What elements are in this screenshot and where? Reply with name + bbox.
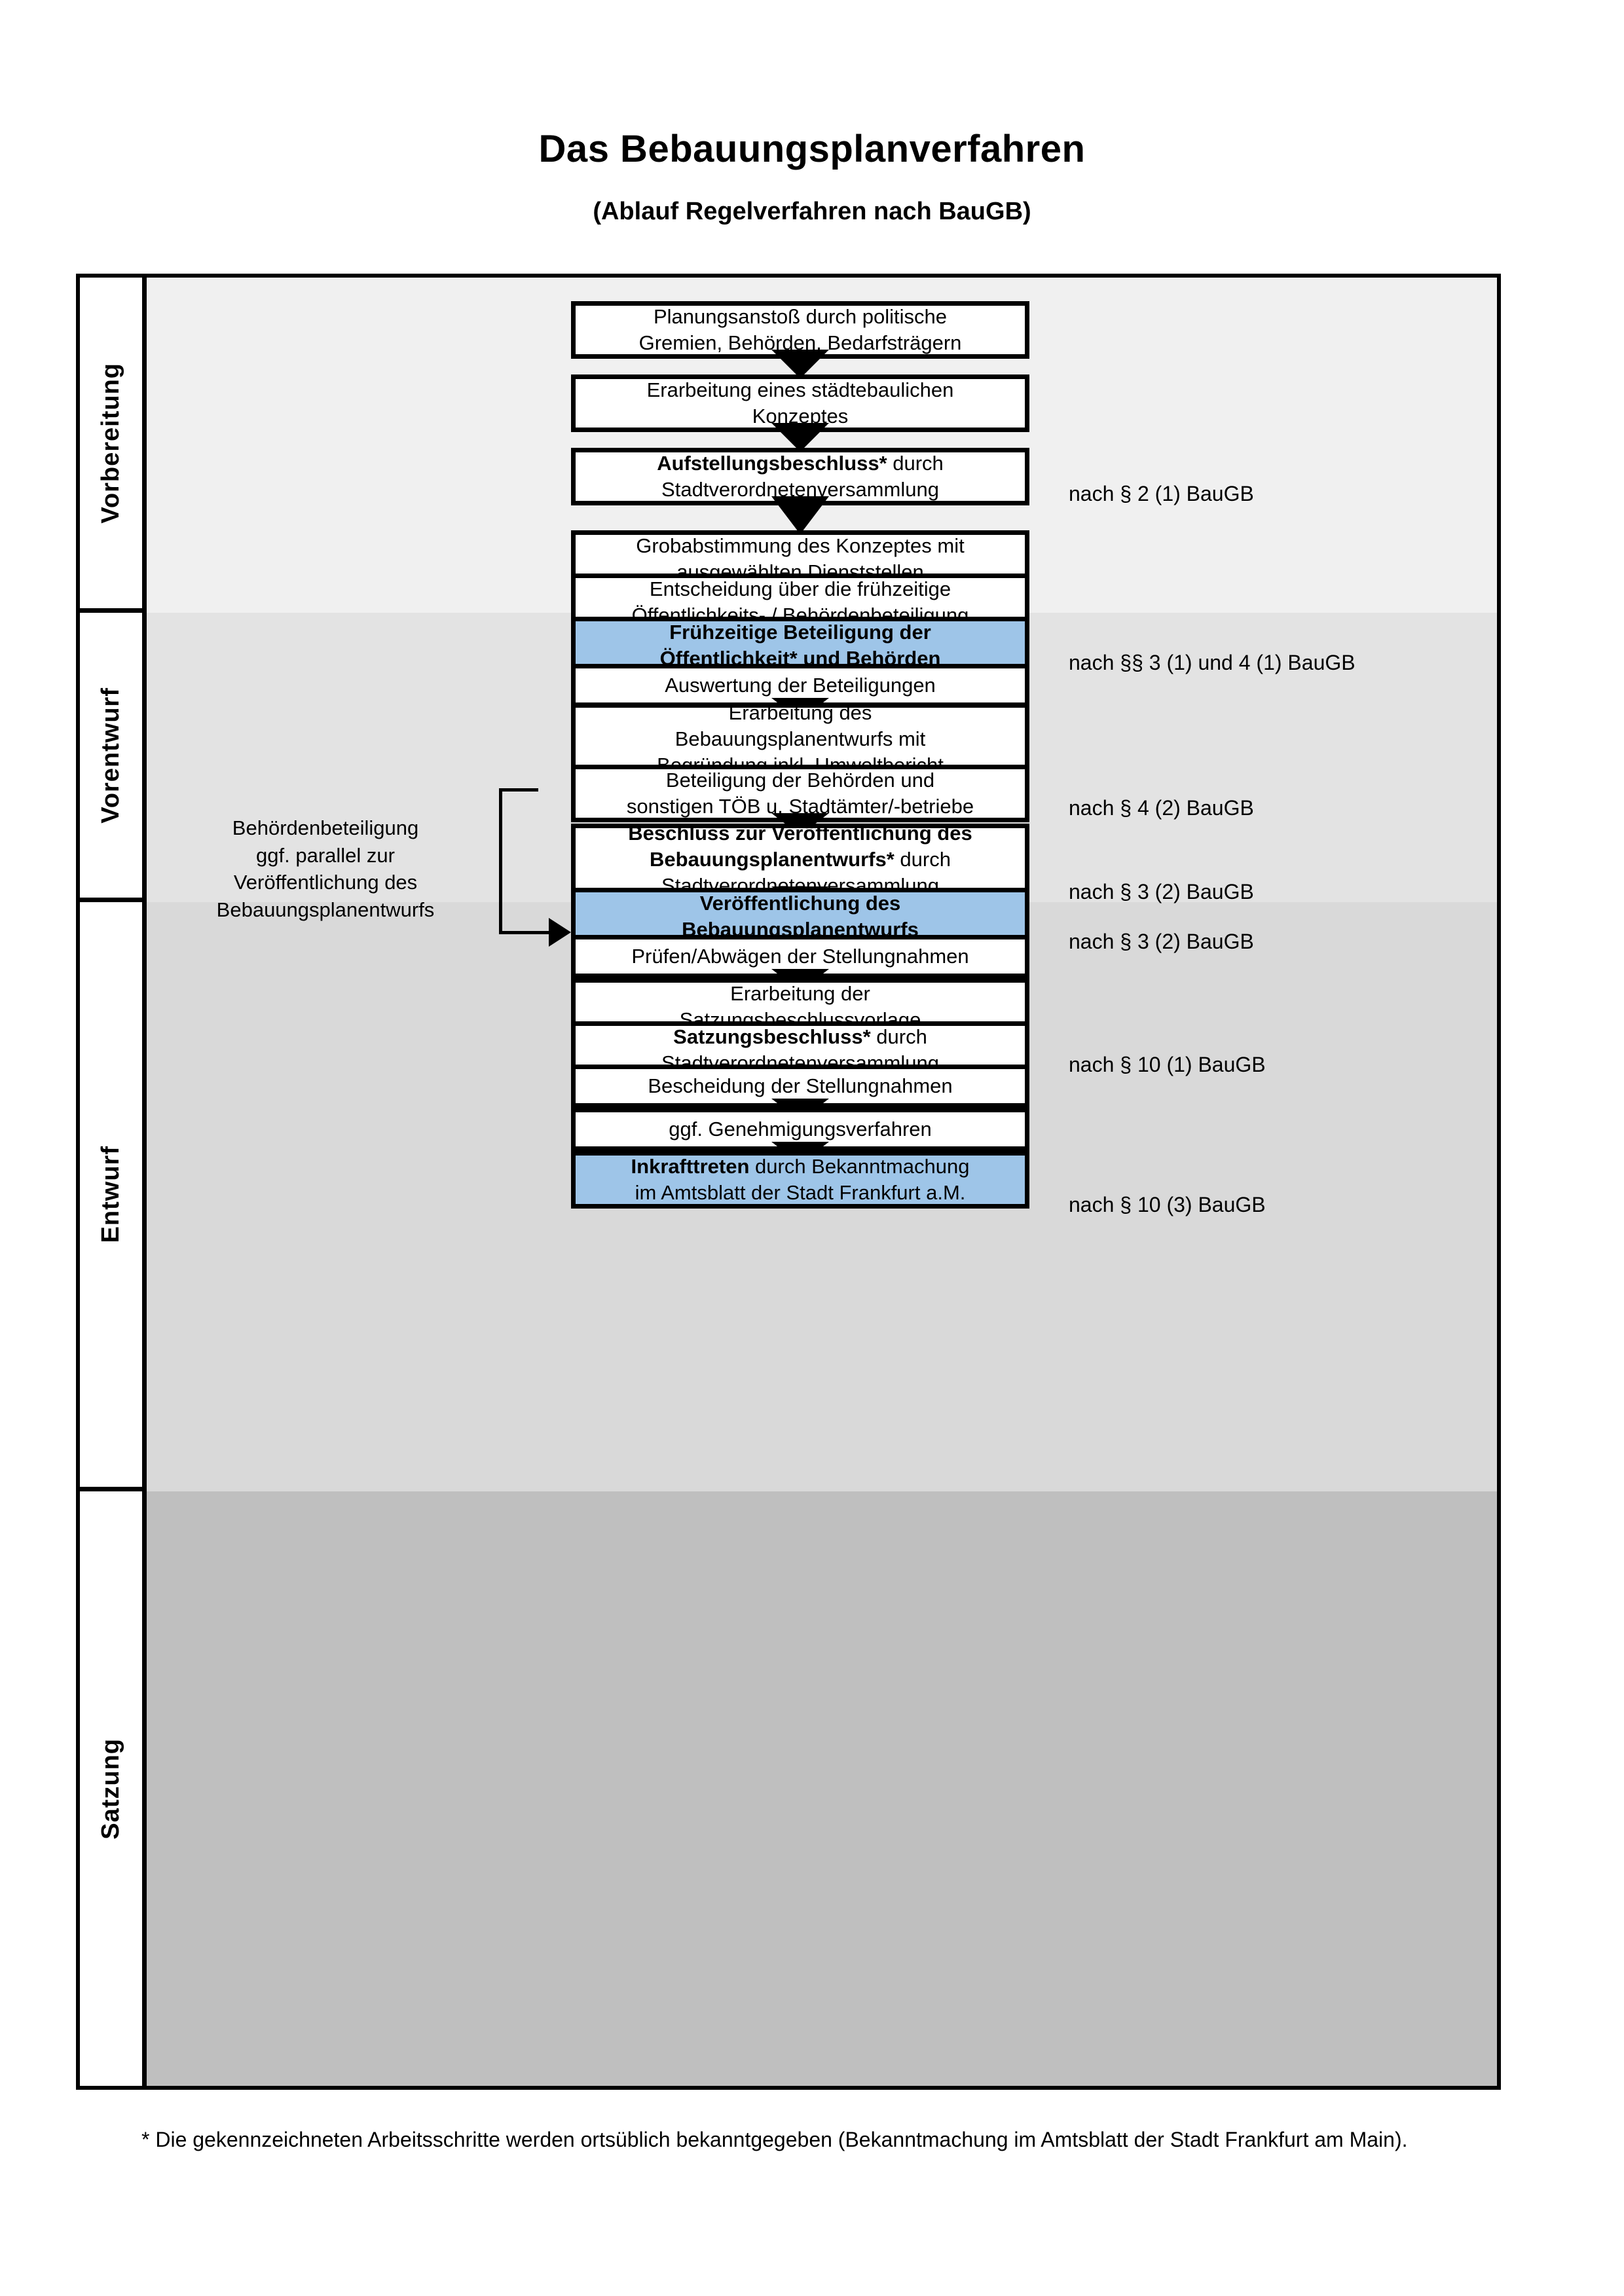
ref-veroeffentlichung: nach § 3 (2) BauGB xyxy=(1069,930,1254,953)
ref-beteiligung-toeb: nach § 4 (2) BauGB xyxy=(1069,796,1254,820)
connector-top-segment xyxy=(499,788,538,792)
footnote: * Die gekennzeichneten Arbeitsschritte w… xyxy=(141,2128,1408,2151)
flow-arrow-down xyxy=(771,496,829,534)
process-step-label: Prüfen/Abwägen der Stellungnahmen xyxy=(631,944,969,968)
connector-bottom-segment xyxy=(499,931,551,934)
phase-cell-vorbereitung: Vorbereitung xyxy=(80,278,142,613)
phase-cell-satzung: Satzung xyxy=(80,1491,142,2086)
side-note-line: Bebauungsplanentwurfs xyxy=(216,898,435,921)
side-note-line: ggf. parallel zur xyxy=(256,843,395,867)
connector-vertical-segment xyxy=(499,788,502,931)
ref-fruehzeitige-beteiligung: nach §§ 3 (1) und 4 (1) BauGB xyxy=(1069,651,1356,674)
phase-cell-entwurf: Entwurf xyxy=(80,902,142,1491)
process-step-pruefen-abwaegen: Prüfen/Abwägen der Stellungnahmen xyxy=(571,935,1029,978)
document-header: Das Bebauungsplanverfahren (Ablauf Regel… xyxy=(0,0,1624,226)
ref-satzungsbeschluss: nach § 10 (1) BauGB xyxy=(1069,1053,1266,1076)
process-step-label: Bescheidung der Stellungnahmen xyxy=(648,1074,953,1097)
ref-beschluss-veroeff: nach § 3 (2) BauGB xyxy=(1069,880,1254,903)
flow-arrow-down xyxy=(771,350,829,378)
connector-arrowhead-icon xyxy=(549,918,571,947)
phase-band-satzung xyxy=(147,1491,1497,2086)
phase-label-satzung: Satzung xyxy=(97,1738,124,1840)
phase-cell-vorentwurf: Vorentwurf xyxy=(80,613,142,902)
process-step-label: ggf. Genehmigungsverfahren xyxy=(669,1117,932,1140)
phase-label-vorbereitung: Vorbereitung xyxy=(97,362,124,524)
phase-label-entwurf: Entwurf xyxy=(97,1146,124,1243)
ref-aufstellungsbeschluss: nach § 2 (1) BauGB xyxy=(1069,482,1254,505)
ref-inkrafttreten: nach § 10 (3) BauGB xyxy=(1069,1193,1266,1216)
page-subtitle: (Ablauf Regelverfahren nach BauGB) xyxy=(593,197,1031,225)
side-note-line: Behördenbeteiligung xyxy=(232,816,419,839)
flow-arrow-down xyxy=(771,423,829,452)
process-step-label: Auswertung der Beteiligungen xyxy=(665,673,936,697)
page-title: Das Bebauungsplanverfahren xyxy=(538,128,1086,170)
phase-label-vorentwurf: Vorentwurf xyxy=(97,687,124,824)
side-note-line: Veröffentlichung des xyxy=(233,871,418,894)
